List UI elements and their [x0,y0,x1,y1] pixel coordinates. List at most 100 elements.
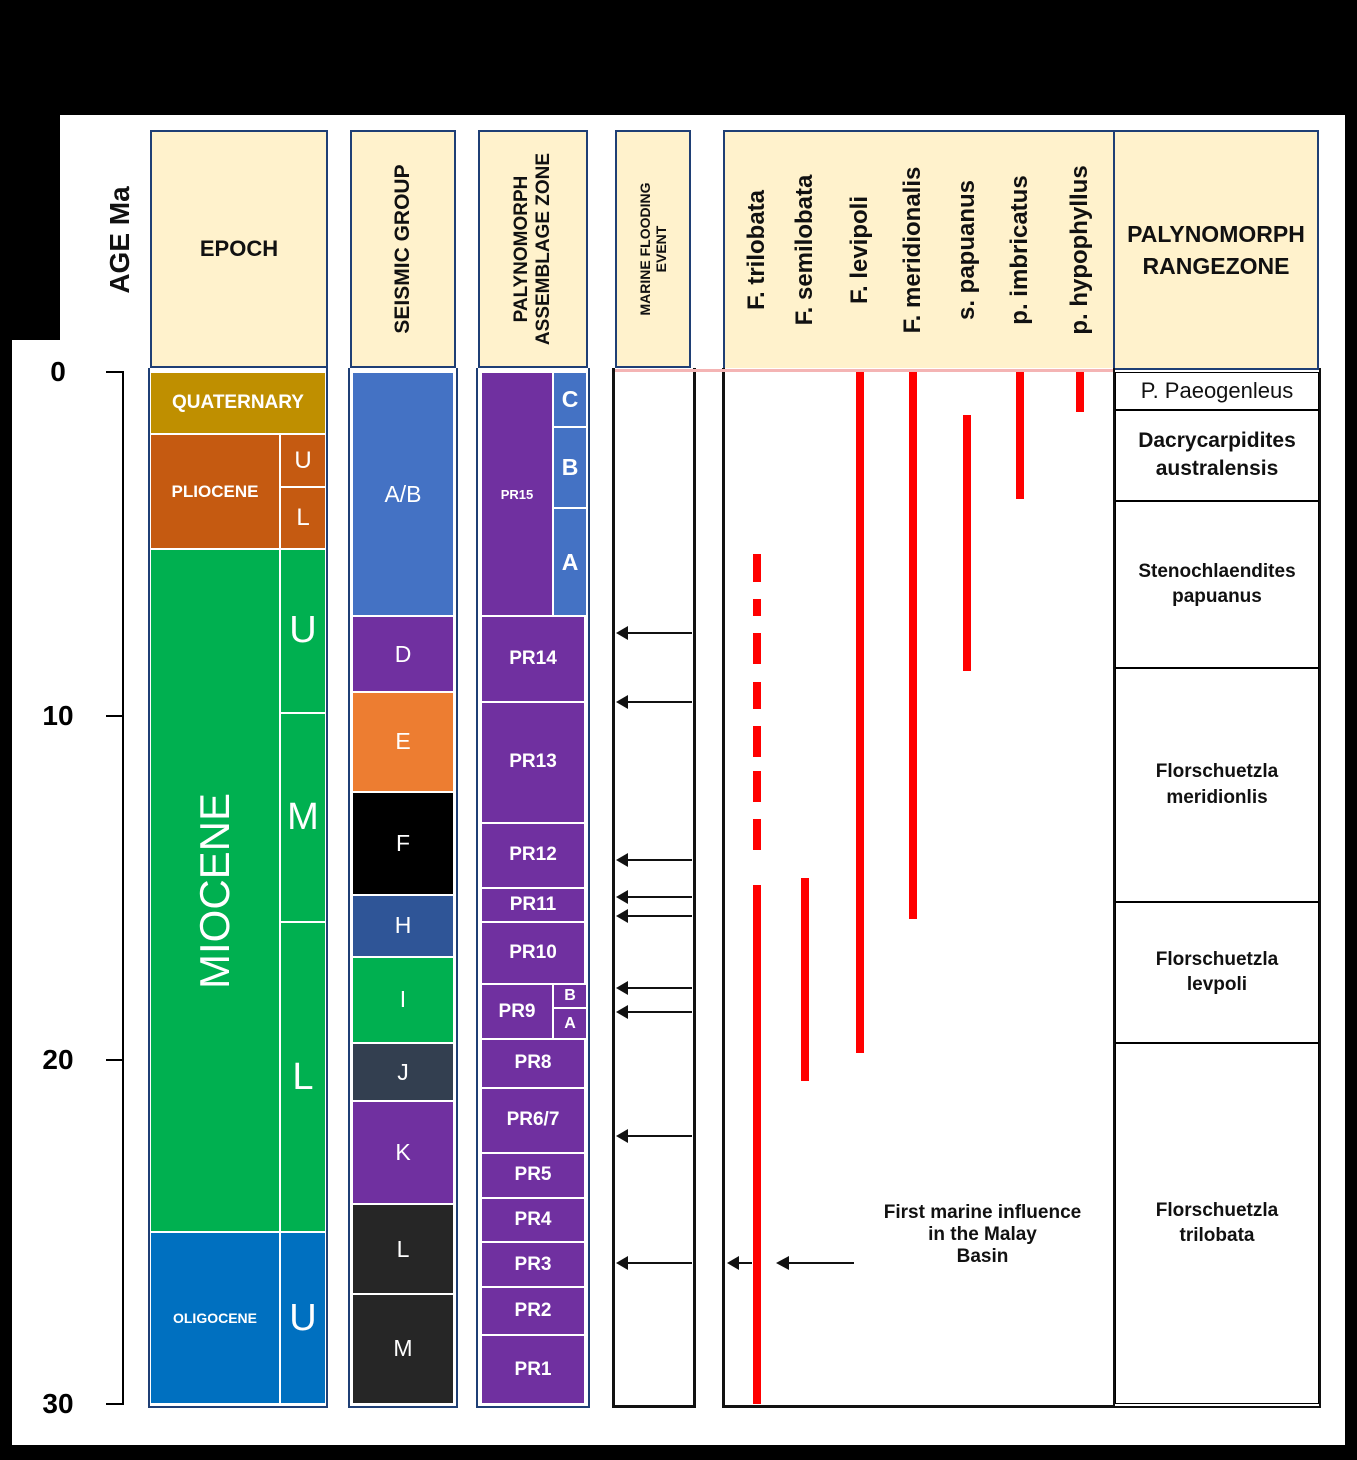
species-range-bar [1076,372,1084,412]
flooding-event-arrow-line [624,632,692,635]
species-label-f-semilobata: F. semilobata [791,174,819,326]
flooding-event-arrow-head [616,1128,628,1143]
seismic-column-border [348,368,458,1408]
range-zone-1: P. Paeogenleus [1115,372,1319,410]
seismic-group-e: E [352,691,454,792]
range-zone-3: Stenochlaendites papuanus [1115,501,1319,668]
flooding-event-arrow-head [616,1004,628,1019]
age-tick [106,1059,124,1061]
species-range-bar [963,415,971,672]
epoch-label: OLIGOCENE [172,1310,257,1326]
assemblage-zone-pr10: PR10 [481,922,585,985]
assemblage-zone-pr2: PR2 [481,1287,585,1336]
species-range-bar [753,771,761,802]
flooding-column-border [612,368,696,1408]
seismic-group-k: K [352,1101,454,1205]
assemblage-zone-pr12: PR12 [481,822,585,888]
flooding-event-arrow-head [616,889,628,904]
age-axis-line [122,372,124,1404]
epoch-column-border [148,368,328,1408]
assemblage-zone-pr8: PR8 [481,1039,585,1088]
age-tick-label: 30 [14,1382,102,1426]
rangezone-header: PALYNOMORPH RANGEZONE [1127,220,1305,279]
age-tick-label: 10 [14,694,102,738]
assemblage-subzone-pr9-a: A [553,1008,587,1040]
range-zone-4: Florschuetzla meridionlis [1115,667,1319,902]
flooding-event-arrow-head [616,626,628,641]
assemblage-zone-pr14: PR14 [481,616,585,703]
species-range-bar [753,633,761,665]
seismic-group-f: F [352,791,454,895]
flooding-event-arrow-line [624,914,692,917]
annotation-arrow-line [788,1261,854,1264]
seismic-header-box [350,130,456,368]
subepoch-u: U [280,549,326,713]
assemblage-zone-pr4: PR4 [481,1197,585,1243]
seismic-header: SEISMIC GROUP [390,164,414,334]
epoch-label: QUATERNARY [172,391,304,413]
species-label-f-levipoli: F. levipoli [846,195,874,305]
species-header-box [723,130,1115,370]
seismic-group-m: M [352,1293,454,1404]
subepoch-u: U [280,433,326,488]
epoch-header-box: EPOCH [150,130,328,368]
epoch-label: PLIOCENE [171,481,259,501]
species-range-bar [753,884,761,1404]
flooding-event-arrow-line [624,895,692,898]
flooding-event-arrow-head [616,980,628,995]
flooding-event-arrow-line [624,701,692,704]
zero-age-line [615,369,1113,372]
epoch-quaternary: QUATERNARY [150,372,326,434]
assemblage-subzone-pr9-b: B [553,984,587,1009]
assemblage-header-box [478,130,588,368]
flooding-event-arrow-line [624,986,692,989]
seismic-group-ab: A/B [352,372,454,617]
subepoch-l: L [280,487,326,550]
assemblage-zone-pr11: PR11 [481,888,585,923]
seismic-group-h: H [352,894,454,957]
assemblage-subzone-pr15-c: C [553,372,587,428]
assemblage-zone-pr5: PR5 [481,1152,585,1198]
flooding-header: MARINE FLOODING EVENT [636,182,669,316]
epoch-oligocene: OLIGOCENE [150,1232,280,1404]
species-range-bar [753,681,761,710]
epoch-label: MIOCENE [191,792,239,989]
flooding-event-arrow-head [616,853,628,868]
range-zone-2: Dacrycarpidites australensis [1115,409,1319,501]
species-range-bar [753,554,761,582]
rangezone-column-border [1113,368,1321,1408]
epoch-header: EPOCH [199,236,279,261]
annotation-arrow-head [727,1255,739,1270]
assemblage-header: PALYNOMORPH ASSEMBLAGE ZONE [511,152,554,346]
age-tick-label: 0 [14,350,102,394]
age-labels-panel [12,340,102,1445]
age-tick [106,1403,124,1405]
species-range-bar [856,372,864,1054]
species-range-bar [753,726,761,758]
assemblage-zone-pr67: PR6/7 [481,1087,585,1153]
flooding-event-arrow-head [616,1255,628,1270]
species-column-border [722,368,1115,1408]
range-zone-6: Florschuetzla trilobata [1115,1042,1319,1404]
assemblage-zone-pr1: PR1 [481,1335,585,1404]
epoch-pliocene: PLIOCENE [150,433,280,550]
flooding-header-box [615,130,691,368]
species-label-s-papuanus: s. papuanus [953,179,981,321]
assemblage-zone-pr9: PR9 [481,984,553,1040]
flooding-event-arrow-head [616,908,628,923]
species-label-f-trilobata: F. trilobata [743,189,771,311]
flooding-event-arrow-line [624,859,692,862]
seismic-group-i: I [352,956,454,1043]
age-tick [106,715,124,717]
species-label-f-meridionalis: F. meridionalis [899,166,927,334]
epoch-miocene: MIOCENE [150,549,280,1232]
species-range-bar [1016,372,1024,500]
species-label-p-imbricatus: p. imbricatus [1006,175,1034,325]
species-range-bar [909,372,917,919]
annotation-arrow-line [738,1261,752,1264]
assemblage-subzone-pr15-a: A [553,507,587,617]
subepoch-u: U [280,1232,326,1404]
flooding-event-arrow-line [624,1010,692,1013]
assemblage-zone-pr15: PR15 [481,372,553,617]
